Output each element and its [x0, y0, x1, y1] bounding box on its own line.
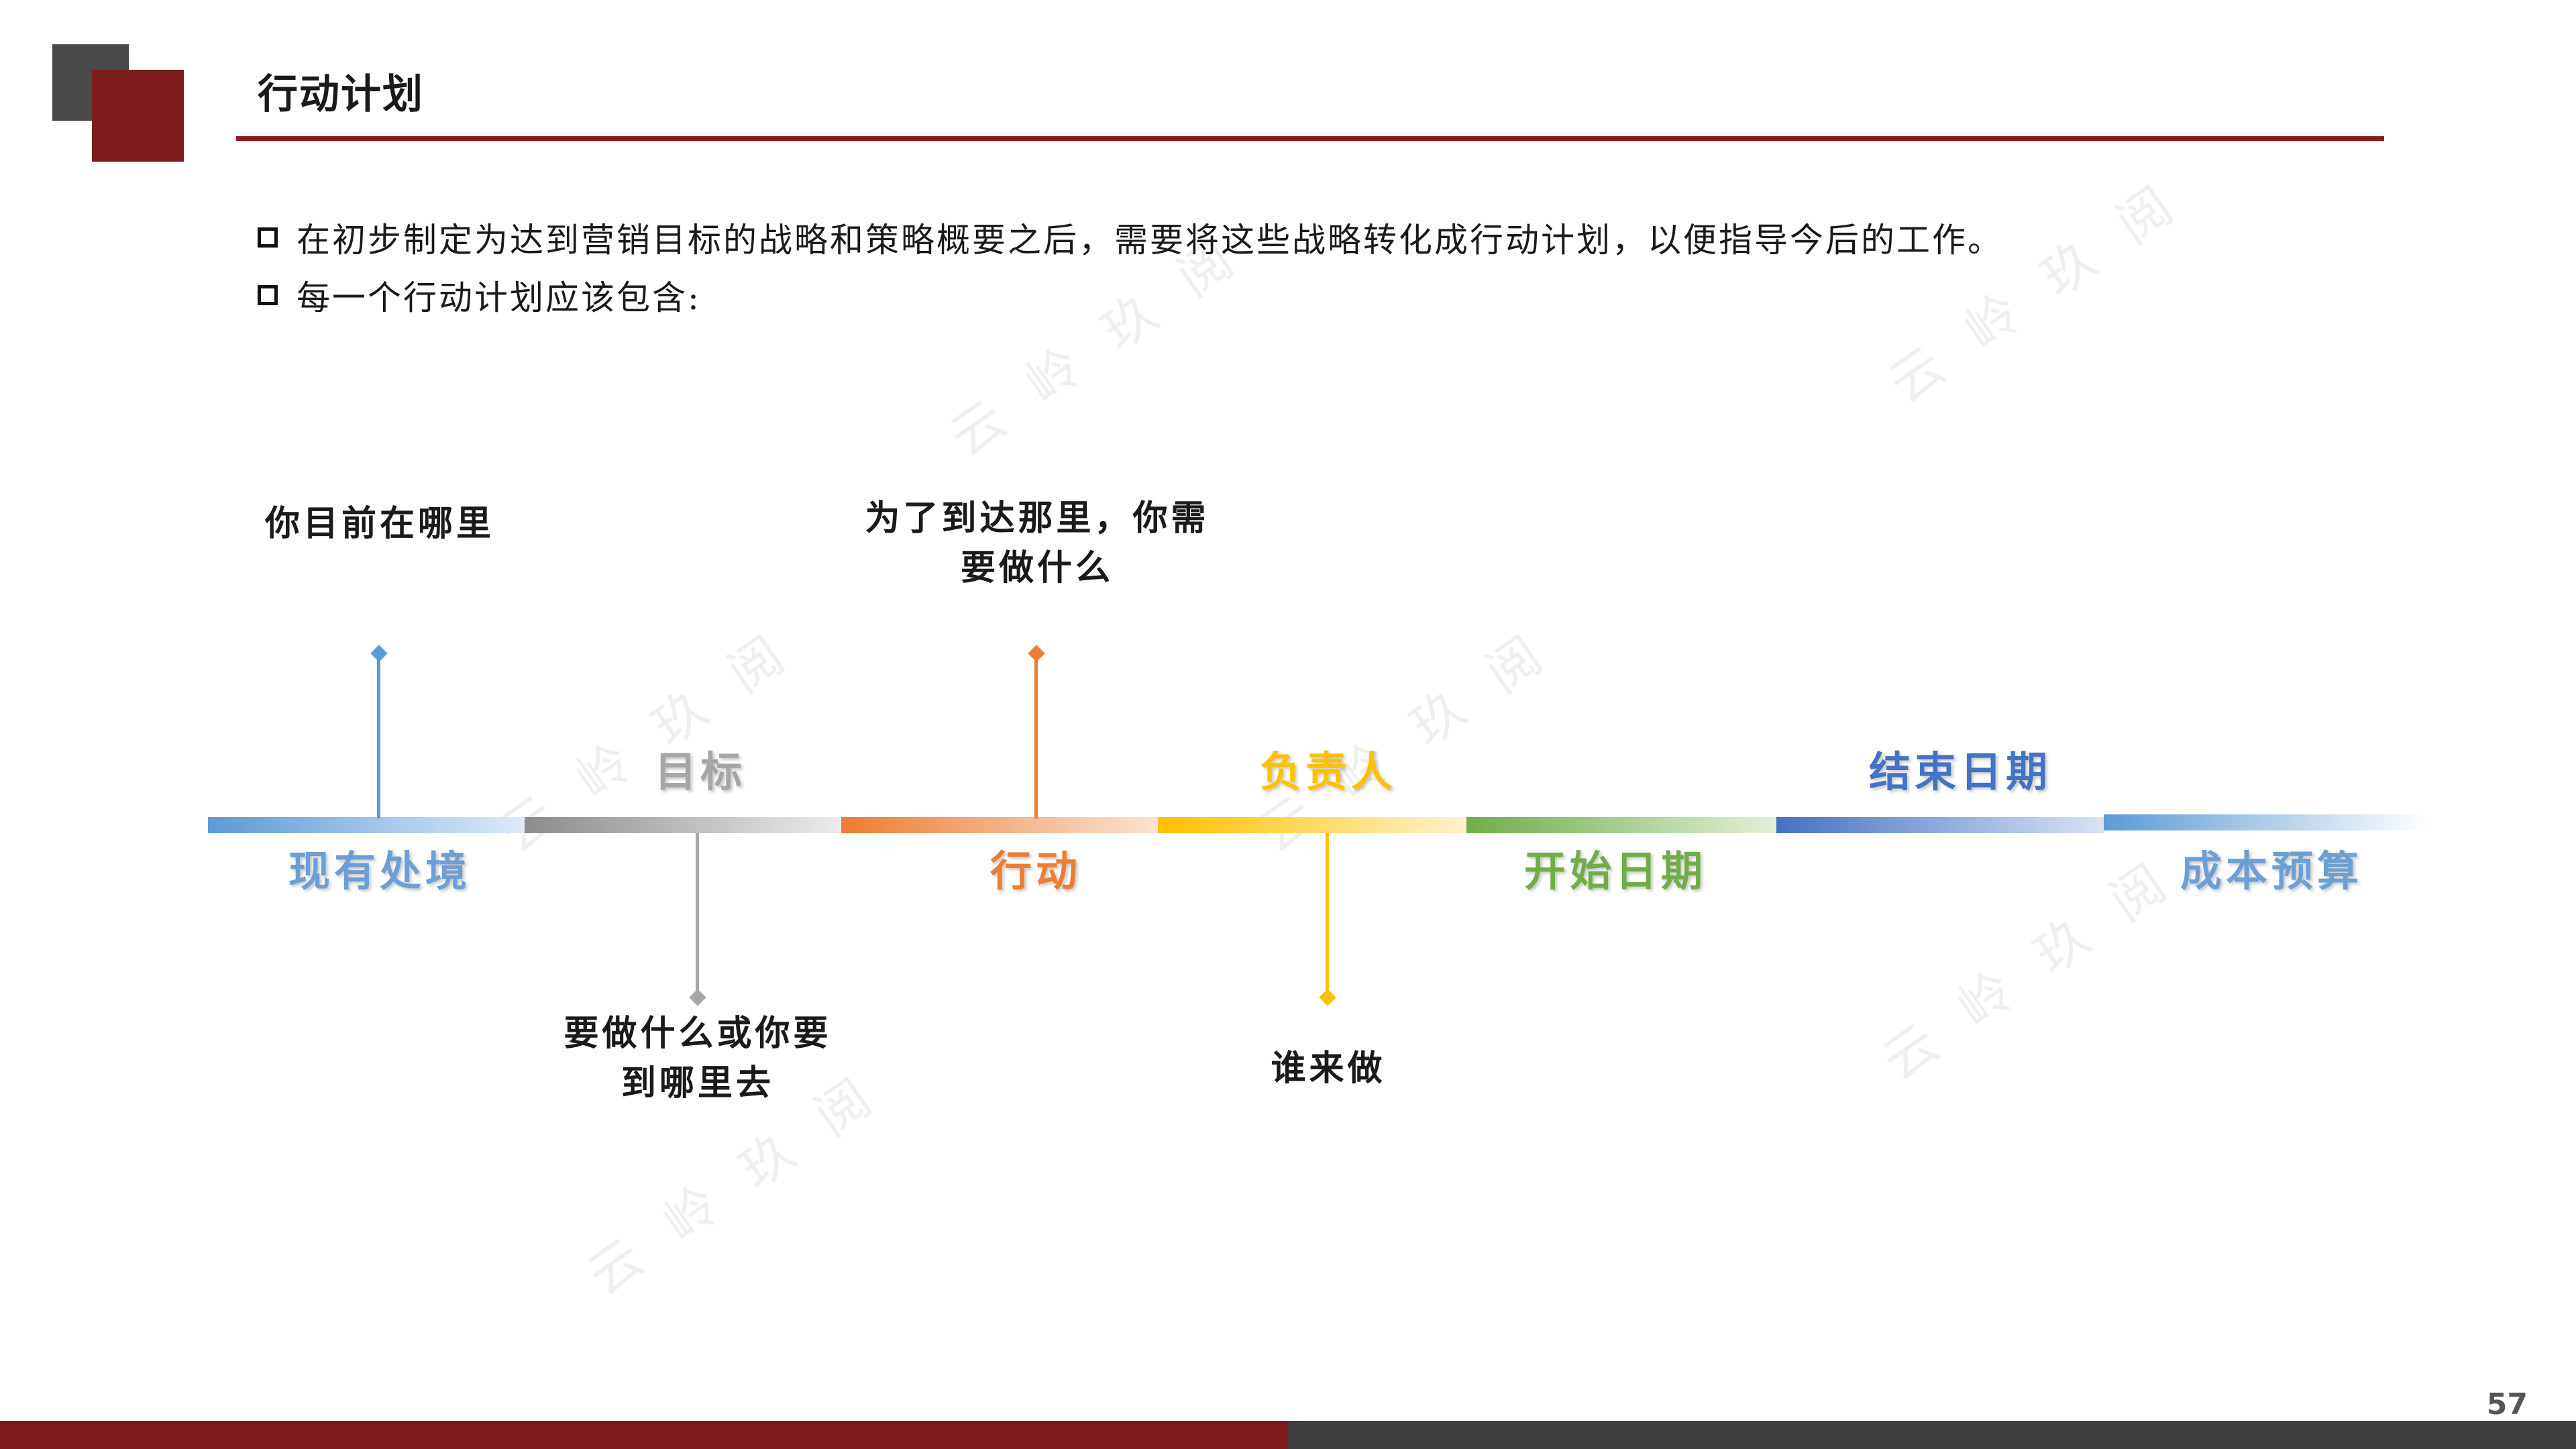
page-title: 行动计划: [258, 71, 424, 118]
diamond-marker-icon: [1319, 989, 1336, 1006]
logo-red-square: [92, 70, 184, 162]
connector-current: [377, 654, 380, 818]
stage-label-action: 行动: [989, 847, 1082, 896]
diamond-marker-icon: [689, 989, 706, 1006]
square-bullet-icon: [258, 285, 278, 305]
timeline-bar-action: [841, 817, 1158, 833]
stage-label-goal: 目标: [654, 747, 747, 796]
connector-owner: [1326, 833, 1329, 996]
timeline-bar-owner: [1158, 817, 1466, 833]
connector-action: [1034, 654, 1038, 818]
note-current: 你目前在哪里: [264, 503, 495, 544]
footer-bar-red: [0, 1421, 1288, 1449]
stage-label-end: 结束日期: [1868, 747, 2052, 796]
footer-bar-gray: [1288, 1421, 2576, 1449]
timeline-bar-current: [208, 817, 525, 833]
bullet-item: 每一个行动计划应该包含:: [258, 271, 701, 319]
stage-label-start: 开始日期: [1523, 847, 1707, 896]
title-divider: [236, 136, 2384, 141]
note-goal-line2: 到哪里去: [621, 1063, 775, 1104]
bullet-text: 在初步制定为达到营销目标的战略和策略概要之后，需要将这些战略转化成行动计划，以便…: [297, 221, 2003, 260]
note-goal: 要做什么或你要 到哪里去: [564, 1009, 831, 1108]
square-bullet-icon: [258, 227, 278, 248]
timeline-bar-budget: [2104, 814, 2428, 830]
stage-label-owner: 负责人: [1259, 747, 1397, 796]
stage-label-budget: 成本预算: [2180, 847, 2363, 896]
page-number: 57: [2486, 1387, 2528, 1421]
bullet-text: 每一个行动计划应该包含:: [297, 278, 701, 317]
diamond-marker-icon: [370, 645, 388, 662]
timeline-bar-goal: [525, 817, 841, 833]
note-action: 为了到达那里，你需 要做什么: [865, 494, 1209, 593]
note-goal-line1: 要做什么或你要: [564, 1013, 832, 1054]
timeline-bar-start: [1466, 817, 1776, 833]
timeline-bar-end: [1776, 817, 2104, 833]
note-action-line1: 为了到达那里，你需: [865, 498, 1210, 539]
watermark: 云岭玖阅: [1872, 830, 2210, 1093]
stage-label-current: 现有处境: [288, 847, 472, 896]
connector-goal: [696, 833, 699, 996]
watermark: 云岭玖阅: [1878, 153, 2217, 415]
note-owner: 谁来做: [1271, 1048, 1386, 1089]
diamond-marker-icon: [1028, 645, 1045, 662]
note-action-line2: 要做什么: [960, 547, 1114, 588]
bullet-item: 在初步制定为达到营销目标的战略和策略概要之后，需要将这些战略转化成行动计划，以便…: [258, 213, 2003, 262]
